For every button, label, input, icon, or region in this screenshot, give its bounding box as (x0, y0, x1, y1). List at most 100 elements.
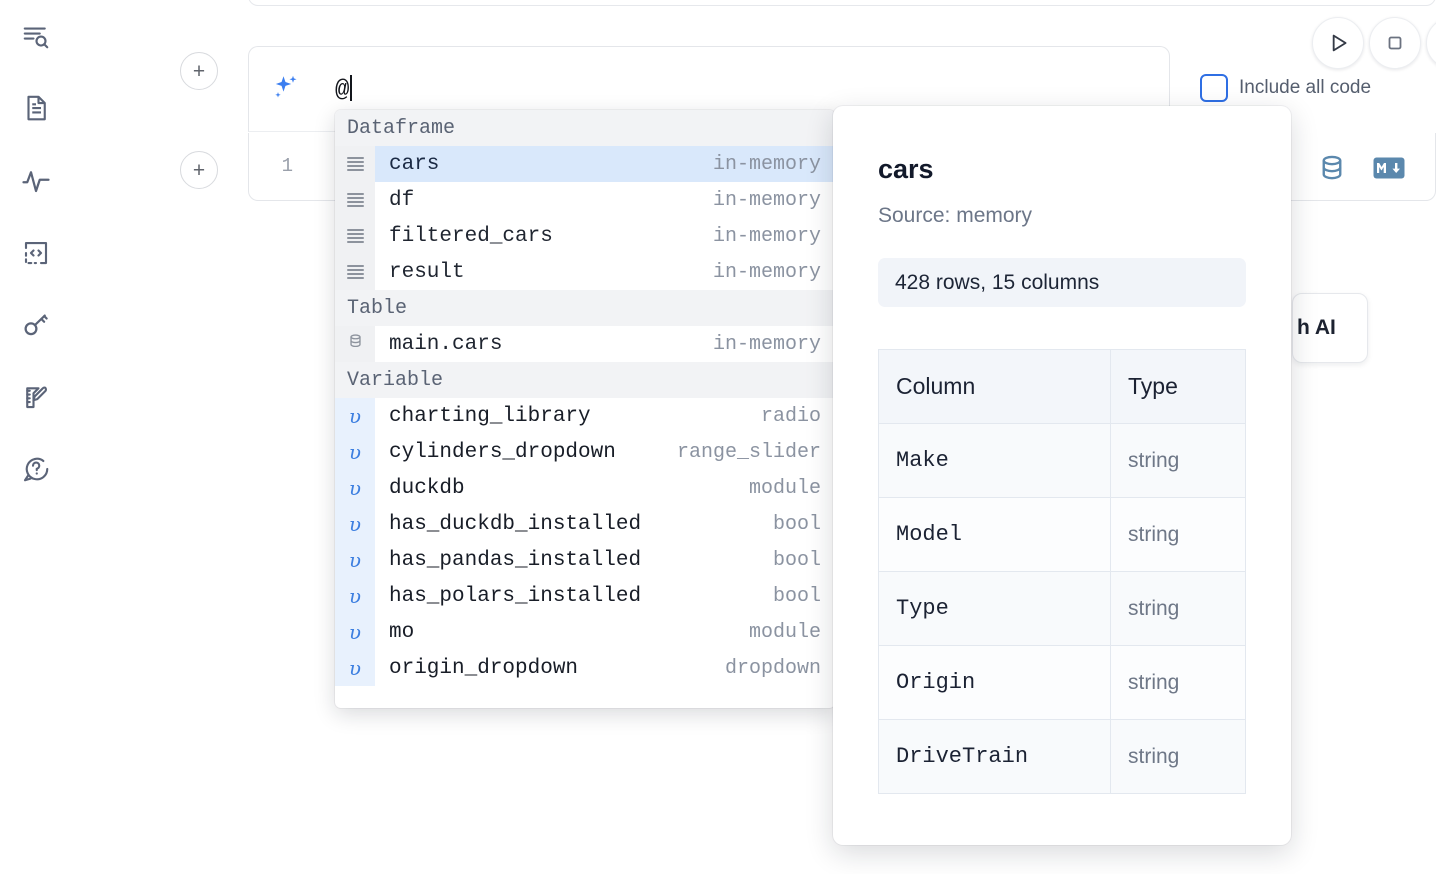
markdown-icon[interactable] (1373, 156, 1405, 180)
autocomplete-item-type: bool (772, 512, 821, 536)
autocomplete-item[interactable]: υ origin_dropdown dropdown (335, 650, 835, 686)
autocomplete-item-type: in-memory (712, 224, 821, 248)
autocomplete-item-label: result (389, 260, 465, 284)
run-cell-button[interactable] (1312, 17, 1364, 69)
ai-prompt-value: @ (335, 77, 350, 104)
autocomplete-item-type: module (748, 476, 821, 500)
autocomplete-item-label: charting_library (389, 404, 591, 428)
autocomplete-item-type: in-memory (712, 152, 821, 176)
add-cell-button-top[interactable]: + (180, 52, 218, 90)
autocomplete-item-icon: υ (335, 434, 375, 470)
detail-column-type: string (1110, 719, 1246, 794)
autocomplete-item-icon: υ (335, 506, 375, 542)
autocomplete-item[interactable]: υ has_duckdb_installed bool (335, 506, 835, 542)
detail-table-header: Type (1110, 349, 1246, 424)
detail-source: Source: memory (878, 204, 1033, 227)
autocomplete-item-type: radio (760, 404, 821, 428)
activity-pulse-icon[interactable] (14, 159, 58, 203)
dataframe-icon (346, 156, 364, 172)
detail-column-type: string (1110, 497, 1246, 572)
autocomplete-item[interactable]: υ has_polars_installed bool (335, 578, 835, 614)
detail-column-type: string (1110, 645, 1246, 720)
dataframe-icon (346, 192, 364, 208)
variable-icon: υ (348, 584, 362, 608)
detail-title: cars (878, 154, 934, 184)
autocomplete-item-label: filtered_cars (389, 224, 553, 248)
autocomplete-item-label: df (389, 188, 415, 212)
more-actions-button[interactable] (1426, 17, 1436, 69)
autocomplete-item[interactable]: υ charting_library radio (335, 398, 835, 434)
variable-icon: υ (348, 512, 362, 536)
autocomplete-item-icon: υ (335, 650, 375, 686)
document-icon[interactable] (14, 86, 58, 130)
dataframe-icon (346, 264, 364, 280)
ai-prompt-input[interactable]: @ (335, 75, 353, 104)
variable-icon: υ (348, 548, 362, 572)
explore-search-icon[interactable] (14, 14, 58, 58)
autocomplete-item[interactable]: filtered_cars in-memory (335, 218, 835, 254)
autocomplete-item-label: main.cars (389, 332, 503, 356)
autocomplete-item-label: origin_dropdown (389, 656, 579, 680)
add-cell-button-bottom[interactable]: + (180, 151, 218, 189)
autocomplete-item[interactable]: result in-memory (335, 254, 835, 290)
include-all-code-checkbox[interactable] (1200, 74, 1228, 102)
autocomplete-item-icon: υ (335, 470, 375, 506)
autocomplete-item-type: dropdown (724, 656, 821, 680)
autocomplete-item-icon (335, 146, 375, 182)
autocomplete-item-icon: υ (335, 542, 375, 578)
autocomplete-item[interactable]: cars in-memory (335, 146, 835, 182)
autocomplete-item-label: has_pandas_installed (389, 548, 642, 572)
scratchpad-edit-icon[interactable] (14, 375, 58, 419)
detail-column-name: Type (878, 571, 1111, 646)
autocomplete-item-label: cylinders_dropdown (389, 440, 616, 464)
detail-column-name: Make (878, 423, 1111, 498)
key-icon[interactable] (14, 303, 58, 347)
autocomplete-section-header: Table (335, 290, 835, 326)
include-all-code-row[interactable]: Include all code (1200, 74, 1371, 102)
include-all-code-label: Include all code (1239, 77, 1372, 98)
detail-column-type: string (1110, 571, 1246, 646)
autocomplete-item-type: in-memory (712, 260, 821, 284)
code-snippet-icon[interactable] (14, 231, 58, 275)
database-icon[interactable] (1317, 153, 1347, 183)
detail-column-name: DriveTrain (878, 719, 1111, 794)
autocomplete-section-header: Variable (335, 362, 835, 398)
stop-cell-button[interactable] (1369, 17, 1421, 69)
autocomplete-item-type: bool (772, 584, 821, 608)
detail-column-name: Model (878, 497, 1111, 572)
autocomplete-item-label: has_polars_installed (389, 584, 642, 608)
left-icon-rail (0, 0, 72, 874)
line-number: 1 (281, 155, 293, 177)
autocomplete-item-icon: υ (335, 398, 375, 434)
detail-shape-badge: 428 rows, 15 columns (878, 258, 1246, 307)
detail-column-type: string (1110, 423, 1246, 498)
variable-icon: υ (348, 404, 362, 428)
autocomplete-item[interactable]: df in-memory (335, 182, 835, 218)
autocomplete-item-icon (335, 254, 375, 290)
cell-above-partial (248, 0, 1436, 6)
variable-icon: υ (348, 440, 362, 464)
autocomplete-item-type: in-memory (712, 188, 821, 212)
autocomplete-item-label: mo (389, 620, 415, 644)
autocomplete-section-header: Dataframe (335, 110, 835, 146)
autocomplete-item-icon (335, 218, 375, 254)
autocomplete-item-label: has_duckdb_installed (389, 512, 642, 536)
cell-toolbar (1317, 153, 1405, 183)
autocomplete-item-label: cars (389, 152, 440, 176)
generate-with-ai-button[interactable]: h AI (1292, 293, 1368, 363)
autocomplete-item-label: duckdb (389, 476, 465, 500)
help-chat-icon[interactable] (14, 447, 58, 491)
text-caret (350, 75, 353, 101)
